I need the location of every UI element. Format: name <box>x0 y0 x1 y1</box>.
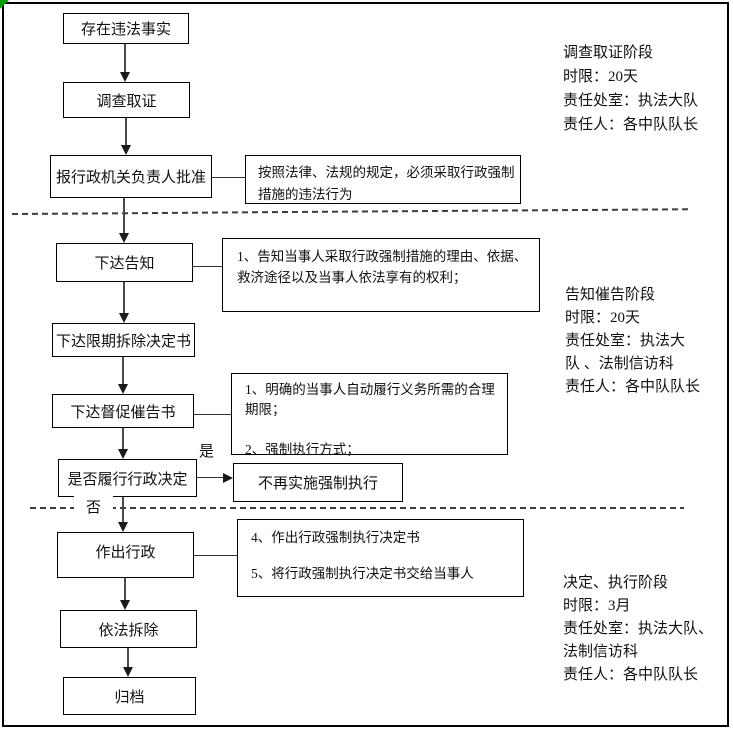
note-approval-condition: 按照法律、法规的规定，必须采取行政强制 措施的违法行为 <box>245 155 521 204</box>
arrowhead-right-icon <box>223 473 233 483</box>
arrow-deadline-to-urge <box>122 357 124 385</box>
arrow-investigate-to-approve <box>125 118 127 146</box>
label-yes: 是 <box>199 440 215 461</box>
green-corner-marker <box>0 0 9 9</box>
node-make-enforcement-decision: 作出行政 <box>57 532 194 578</box>
arrow-yes-branch <box>197 477 224 478</box>
node-illegal-fact: 存在违法事实 <box>63 13 189 44</box>
connector-approve-note <box>212 177 245 178</box>
note-notice-content: 1、告知当事人采取行政强制措施的理由、依据、 救济途径以及当事人依法享有的权利； <box>222 238 540 312</box>
stage-note-decision: 决定、执行阶段 时限：3月 责任处室：执法大队、 法制信访科 责任人：各中队队长 <box>563 575 714 683</box>
arrow-demolish-to-archive <box>127 648 129 668</box>
arrowhead-down-icon <box>118 384 128 394</box>
node-issue-notice: 下达告知 <box>56 243 193 282</box>
stage-note-notification: 告知催告阶段 时限：20天 责任处室：执法大 队 、法制信访科 责任人：各中队队… <box>565 287 701 395</box>
connector-urge-note <box>194 414 231 415</box>
stage-note-investigation: 调查取证阶段 时限：20天 责任处室：执法大队 责任人：各中队队长 <box>563 45 699 133</box>
arrow-urge-to-question <box>122 428 124 450</box>
arrow-decision-to-demolish <box>124 578 126 601</box>
arrow-notify-to-deadline <box>123 282 125 314</box>
node-legal-demolition: 依法拆除 <box>60 610 197 648</box>
arrowhead-down-icon <box>121 145 131 155</box>
node-urge-notice: 下达督促催告书 <box>52 394 194 428</box>
connector-decision-note <box>194 555 237 556</box>
arrow-approve-to-notify <box>123 198 125 234</box>
connector-notify-note <box>193 266 222 267</box>
arrowhead-down-icon <box>120 72 130 82</box>
node-comply-question: 是否履行行政决定 <box>58 459 197 497</box>
node-report-approval: 报行政机关负责人批准 <box>50 155 212 198</box>
arrowhead-down-icon <box>118 449 128 459</box>
page-border <box>2 2 729 727</box>
node-demolition-deadline-decision: 下达限期拆除决定书 <box>52 323 195 357</box>
arrowhead-down-icon <box>119 233 129 243</box>
arrowhead-down-icon <box>119 313 129 323</box>
arrowhead-down-icon <box>118 522 128 532</box>
note-decision-steps: 4、作出行政强制执行决定书 5、将行政强制执行决定书交给当事人 <box>237 519 524 597</box>
note-urge-content: 1、明确的当事人自动履行义务所需的合理 期限； 2、强制执行方式； <box>231 373 508 457</box>
node-investigate: 调查取证 <box>63 82 190 118</box>
node-no-enforcement: 不再实施强制执行 <box>233 463 403 502</box>
label-no: 否 <box>74 496 114 517</box>
dashed-divider-2 <box>30 507 684 509</box>
arrow-fact-to-investigate <box>124 44 126 73</box>
arrowhead-down-icon <box>123 667 133 677</box>
arrow-question-to-decision <box>122 497 124 523</box>
node-archive: 归档 <box>63 677 196 715</box>
arrowhead-down-icon <box>120 600 130 610</box>
